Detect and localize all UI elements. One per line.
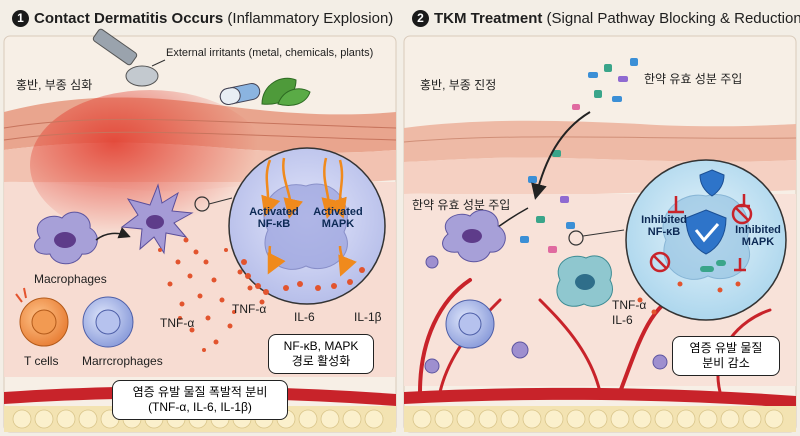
right-header: 2 TKM Treatment (Signal Pathway Blocking …: [412, 10, 800, 28]
calm-cell: [556, 255, 613, 307]
left-title-bold: Contact Dermatitis Occurs: [34, 10, 224, 27]
activated-macrophage: [120, 183, 194, 255]
herbal-injection-arrow: [531, 111, 591, 200]
left-title-rest: (Inflammatory Explosion): [223, 10, 394, 27]
secretion-box-line-2: (TNF-α, IL-6, IL-1β): [148, 400, 252, 414]
tnf-label-2: TNF-α: [232, 302, 267, 316]
right-panel: [403, 35, 797, 433]
left-redness-label: 홍반, 부종 심화: [16, 78, 93, 92]
irritants-label: External irritants (metal, chemicals, pl…: [166, 47, 374, 59]
macrophage-sphere: [82, 296, 134, 348]
plant-irritant-icon: [261, 77, 311, 106]
reduction-box-line-2: 분비 감소: [702, 356, 750, 370]
shield-icon: [685, 209, 727, 255]
t-cells-label: T cells: [24, 354, 59, 368]
macrophages-sphere-label: Marrcrophages: [82, 354, 163, 368]
right-tnf-label: TNF-α: [612, 298, 647, 312]
right-step-number: 2: [412, 10, 429, 27]
herbal-label-mid: 한약 유효 성분 주입: [412, 198, 511, 212]
macrophage-cell: [34, 211, 98, 265]
right-redness-label: 홍반, 부종 진정: [420, 78, 497, 92]
activated-nfkb-label: Activated NF-κB: [249, 206, 299, 230]
activated-mapk-label: Activated MAPK: [313, 206, 363, 230]
capsule-irritant-icon: [219, 83, 261, 105]
inflammation-area: [30, 90, 270, 240]
inhibited-nfkb-label: Inhibited NF-κB: [641, 214, 687, 238]
pathway-box-line-2: 경로 활성화: [291, 354, 351, 368]
reduction-box: 염증 유발 물질 분비 감소: [672, 336, 780, 376]
right-title-bold: TKM Treatment: [434, 10, 543, 27]
il1b-label: IL-1β: [354, 310, 382, 324]
t-cell: [15, 287, 69, 347]
secretion-box: 염증 유발 물질 폭발적 분비 (TNF-α, IL-6, IL-1β): [112, 380, 288, 420]
right-title-rest: (Signal Pathway Blocking & Reduction): [542, 10, 800, 27]
prohibit-icon: [649, 203, 753, 273]
right-epidermis: [404, 120, 796, 162]
herbal-label-top: 한약 유효 성분 주입: [644, 72, 743, 86]
il6-label: IL-6: [294, 310, 315, 324]
reduction-box-line-1: 염증 유발 물질: [689, 341, 763, 355]
pathway-activation-box: NF-κB, MAPK 경로 활성화: [268, 334, 374, 374]
tnf-label-1: TNF-α: [160, 316, 195, 330]
calm-macrophage: [442, 209, 506, 263]
macrophages-label: Macrophages: [34, 272, 107, 286]
pathway-box-line-1: NF-κB, MAPK: [283, 339, 359, 353]
metal-irritant-icon: [92, 28, 159, 87]
inhibited-mapk-label: Inhibited MAPK: [735, 224, 781, 248]
left-panel: [3, 28, 397, 433]
right-il6-label: IL-6: [612, 313, 633, 327]
left-step-number: 1: [12, 10, 29, 27]
secretion-box-line-1: 염증 유발 물질 폭발적 분비: [132, 385, 268, 399]
left-header: 1 Contact Dermatitis Occurs (Inflammatory…: [12, 10, 393, 28]
herbal-particles: [520, 58, 638, 253]
